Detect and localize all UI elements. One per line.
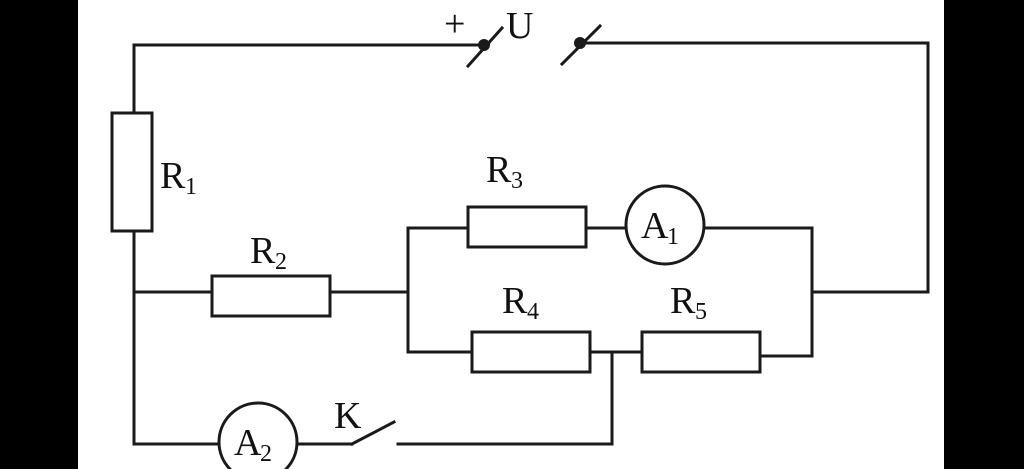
- wire-top-left: [132, 43, 486, 115]
- positive-terminal-stroke: [465, 25, 505, 69]
- source-plus-sign: +: [444, 3, 465, 45]
- ammeter-a1: [624, 184, 706, 266]
- resistor-r4: [470, 330, 592, 374]
- label-r4-sub: 4: [527, 299, 539, 325]
- label-r5-letter: R: [670, 280, 696, 322]
- label-r3-letter: R: [486, 149, 512, 191]
- label-a2-letter: A: [234, 422, 262, 464]
- label-r5: R 5: [670, 280, 707, 325]
- label-r1-sub: 1: [185, 174, 197, 200]
- label-r4: R 4: [502, 280, 539, 325]
- negative-terminal-stroke: [559, 23, 603, 67]
- label-r3-sub: 3: [511, 168, 523, 194]
- negative-terminal-icon: [574, 37, 586, 49]
- label-r2: R 2: [250, 230, 287, 275]
- label-a2-sub: 2: [260, 441, 272, 467]
- label-a2: A 2: [234, 422, 272, 467]
- wire-mid-to-switch: [396, 350, 614, 446]
- label-r1-letter: R: [160, 155, 186, 197]
- switch-blade: [349, 419, 397, 447]
- positive-terminal-icon: [478, 39, 490, 51]
- wire-left-vertical: [132, 229, 222, 446]
- label-r2-sub: 2: [275, 249, 287, 275]
- label-r3: R 3: [486, 149, 523, 194]
- resistor-r5: [640, 330, 762, 374]
- resistor-r3: [466, 205, 588, 249]
- switch-k: K: [334, 395, 397, 447]
- label-a1: A 1: [641, 205, 679, 250]
- label-r2-letter: R: [250, 230, 276, 272]
- wires: [132, 41, 930, 446]
- label-r5-sub: 5: [695, 299, 707, 325]
- switch-label: K: [334, 395, 362, 437]
- label-a1-sub: 1: [667, 224, 679, 250]
- resistor-r1: [110, 111, 154, 233]
- label-r1: R 1: [160, 155, 197, 200]
- ammeter-a2: [217, 401, 299, 469]
- source-label: U: [506, 5, 533, 47]
- resistor-r2: [210, 274, 332, 318]
- label-a1-letter: A: [641, 205, 669, 247]
- label-r4-letter: R: [502, 280, 528, 322]
- wire-top-right: [578, 41, 930, 294]
- voltage-source: + U: [444, 3, 603, 69]
